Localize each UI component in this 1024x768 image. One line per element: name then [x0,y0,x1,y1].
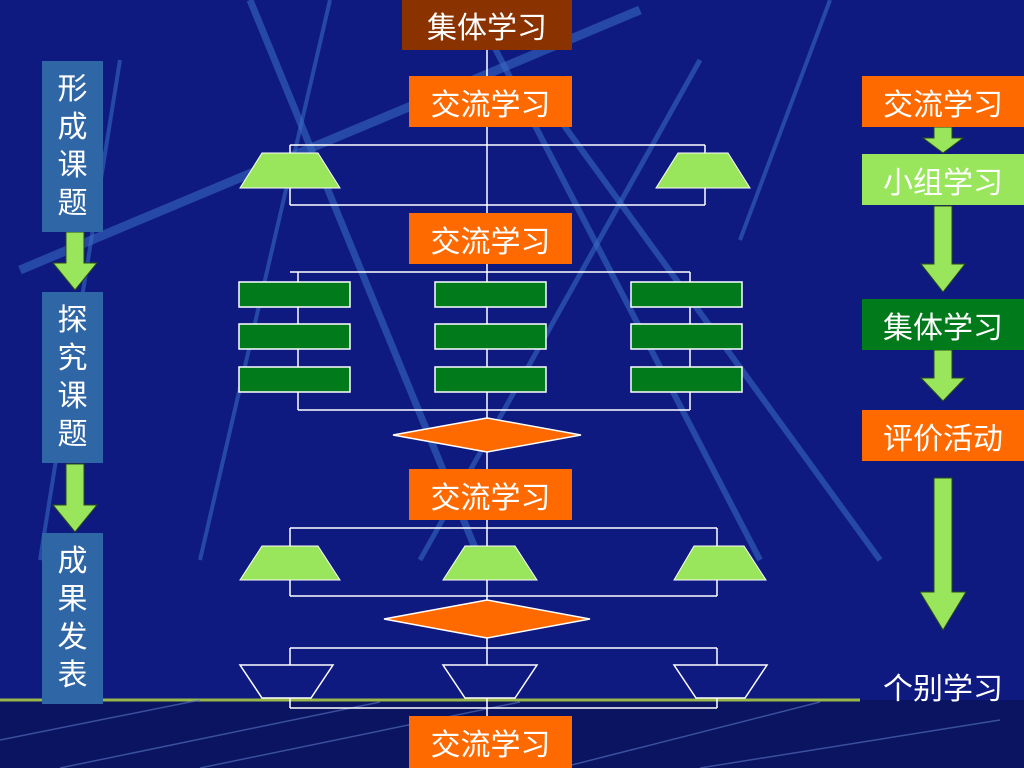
trapezoid-row-1 [239,152,751,189]
green-rect [238,281,351,308]
green-rect [434,366,547,393]
down-arrow-icon [919,205,967,293]
green-rect [630,366,743,393]
green-rect [630,323,743,350]
down-arrow-icon [921,126,965,154]
step-exchange-learning: 交流学习 [862,76,1024,127]
node-exchange-learning-3: 交流学习 [409,469,572,520]
node-collective-learning: 集体学习 [402,0,572,50]
stage-label: 探究课题 [57,302,88,452]
trapezoid-shape [239,545,341,581]
inverted-trapezoid-row [238,664,769,699]
trapezoid-shape [442,545,538,581]
down-arrow-icon [919,349,967,402]
left-arrows [51,231,99,533]
floor-streaks [0,699,1001,768]
green-rect-grid [238,281,743,393]
node-exchange-learning-1: 交流学习 [409,76,572,127]
stage-box-explore-topic: 探究课题 [42,292,103,463]
inverted-trapezoid [672,664,769,699]
stage-box-present-results: 成果发表 [42,533,103,704]
trapezoid-shape [655,152,751,189]
inverted-trapezoid [441,664,539,699]
down-arrow-icon [51,463,99,533]
trapezoid-shape [673,545,767,581]
step-individual-learning: 个别学习 [883,671,1003,707]
decision-diamond [383,599,591,639]
stage-label: 形成课题 [57,71,88,221]
step-group-learning: 小组学习 [862,154,1024,205]
down-arrow-icon [51,231,99,291]
inverted-trapezoid [238,664,335,699]
green-rect [434,281,547,308]
decision-diamond [392,417,582,453]
green-rect [238,323,351,350]
node-exchange-learning-4: 交流学习 [409,716,572,768]
stage-box-form-topic: 形成课题 [42,61,103,232]
green-rect [238,366,351,393]
down-arrow-icon [919,477,967,631]
stage-label: 成果发表 [57,543,88,693]
right-arrows [919,126,967,631]
step-collective-learning: 集体学习 [862,299,1024,350]
step-evaluation-activity: 评价活动 [862,410,1024,461]
trapezoid-row-2 [239,545,767,581]
green-rect [434,323,547,350]
node-exchange-learning-2: 交流学习 [409,213,572,264]
trapezoid-shape [239,152,341,189]
green-rect [630,281,743,308]
